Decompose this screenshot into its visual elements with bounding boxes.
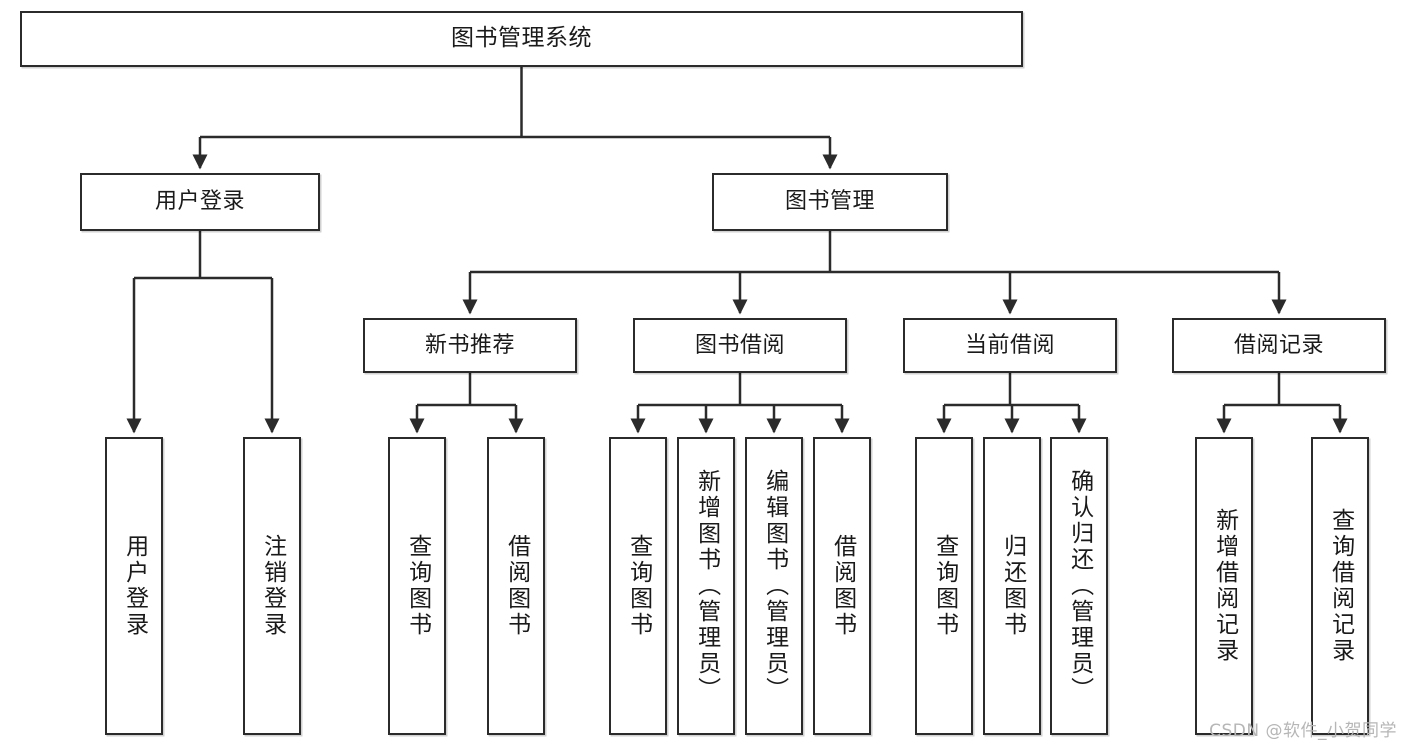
node-label: 图书管理系统 <box>451 25 592 52</box>
node-book-borrow[interactable]: 图书借阅 <box>633 318 847 373</box>
node-label: 用户登录 <box>154 189 245 215</box>
leaf-query-books-new[interactable]: 查询图书 <box>388 437 446 735</box>
node-label: 借阅记录 <box>1233 332 1324 358</box>
leaf-add-borrow-record[interactable]: 新增借阅记录 <box>1195 437 1253 735</box>
leaf-query-books-borrow[interactable]: 查询图书 <box>609 437 667 735</box>
node-label: 确认归还（管理员） <box>1066 469 1093 703</box>
node-label: 图书管理 <box>784 189 875 215</box>
leaf-confirm-return-admin[interactable]: 确认归还（管理员） <box>1050 437 1108 735</box>
node-root-system[interactable]: 图书管理系统 <box>20 11 1023 67</box>
node-label: 新增借阅记录 <box>1211 508 1238 664</box>
node-user-login[interactable]: 用户登录 <box>80 173 320 231</box>
node-label: 查询图书 <box>931 534 958 638</box>
node-label: 查询图书 <box>625 534 652 638</box>
node-label: 用户登录 <box>121 534 148 638</box>
node-label: 新书推荐 <box>424 332 515 358</box>
leaf-user-login[interactable]: 用户登录 <box>105 437 163 735</box>
leaf-borrow-book[interactable]: 借阅图书 <box>813 437 871 735</box>
node-label: 借阅图书 <box>503 534 530 638</box>
leaf-return-book[interactable]: 归还图书 <box>983 437 1041 735</box>
leaf-edit-book-admin[interactable]: 编辑图书（管理员） <box>745 437 803 735</box>
node-borrow-records[interactable]: 借阅记录 <box>1172 318 1386 373</box>
node-current-borrow[interactable]: 当前借阅 <box>903 318 1117 373</box>
node-label: 归还图书 <box>999 534 1026 638</box>
node-label: 图书借阅 <box>694 332 785 358</box>
node-label: 编辑图书（管理员） <box>761 469 788 703</box>
node-label: 注销登录 <box>259 534 286 638</box>
leaf-add-book-admin[interactable]: 新增图书（管理员） <box>677 437 735 735</box>
leaf-query-books-current[interactable]: 查询图书 <box>915 437 973 735</box>
node-book-management[interactable]: 图书管理 <box>712 173 948 231</box>
node-new-book-recommend[interactable]: 新书推荐 <box>363 318 577 373</box>
leaf-logout[interactable]: 注销登录 <box>243 437 301 735</box>
node-label: 当前借阅 <box>964 332 1055 358</box>
leaf-borrow-books-new[interactable]: 借阅图书 <box>487 437 545 735</box>
node-label: 借阅图书 <box>829 534 856 638</box>
node-label: 查询借阅记录 <box>1327 508 1354 664</box>
node-label: 查询图书 <box>404 534 431 638</box>
leaf-query-borrow-record[interactable]: 查询借阅记录 <box>1311 437 1369 735</box>
node-label: 新增图书（管理员） <box>693 469 720 703</box>
